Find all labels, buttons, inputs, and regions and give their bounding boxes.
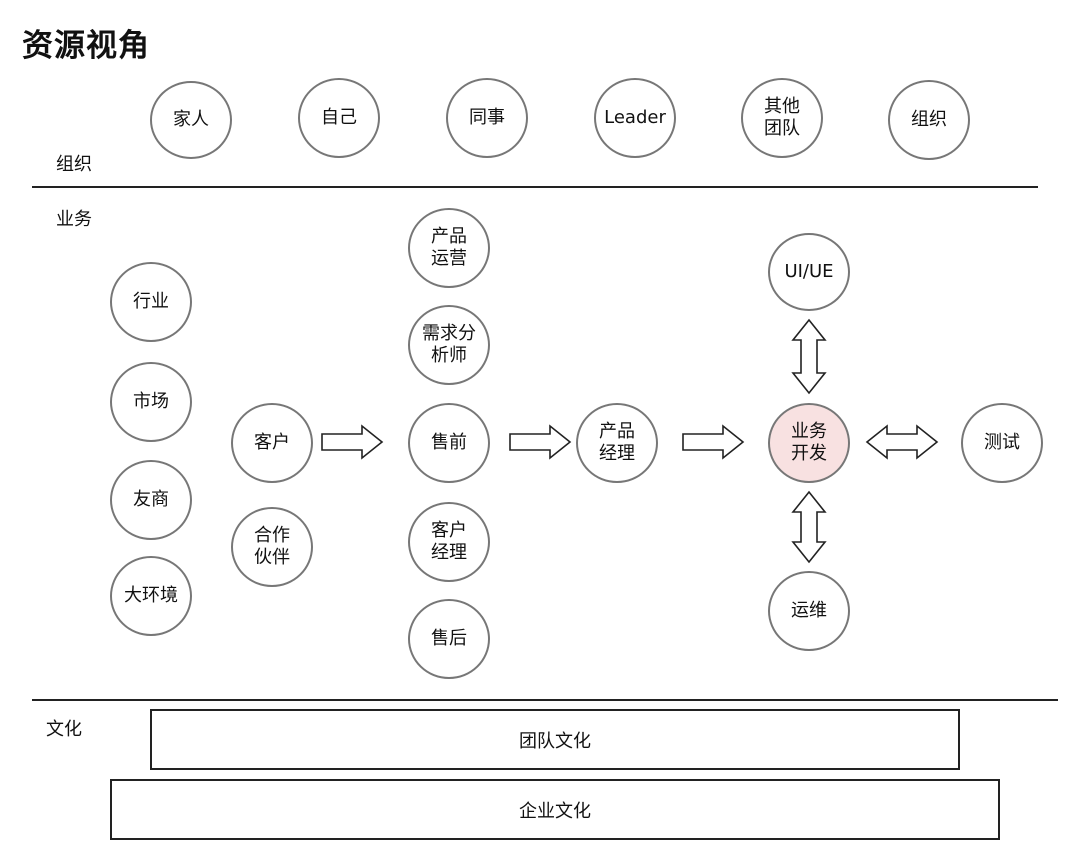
node-organization: 组织 [888,80,970,160]
node-other-teams: 其他 团队 [741,78,823,158]
section-divider-org [32,186,1038,188]
node-product-manager: 产品 经理 [576,403,658,483]
section-divider-business [32,699,1058,701]
section-label-org: 组织 [56,154,92,175]
arrow-dev-ops-bidirectional [791,490,827,564]
node-after-sales: 售后 [408,599,490,679]
node-industry: 行业 [110,262,192,342]
node-ui-ue: UI/UE [768,233,850,311]
node-account-manager: 客户 经理 [408,502,490,582]
box-enterprise-culture: 企业文化 [110,779,1000,840]
node-leader: Leader [594,78,676,158]
node-requirements-analyst: 需求分 析师 [408,305,490,385]
arrow-product-manager-to-dev [682,424,745,460]
node-testing: 测试 [961,403,1043,483]
node-self: 自己 [298,78,380,158]
arrow-presales-to-product-manager [509,424,572,460]
box-team-culture: 团队文化 [150,709,960,770]
arrow-dev-ui-bidirectional [791,318,827,395]
node-presales: 售前 [408,403,490,483]
node-market: 市场 [110,362,192,442]
section-label-business: 业务 [56,209,92,230]
node-ops: 运维 [768,571,850,651]
arrow-customer-to-presales [321,424,384,460]
node-colleague: 同事 [446,78,528,158]
node-business-dev: 业务 开发 [768,403,850,483]
node-macro-environment: 大环境 [110,556,192,636]
node-family: 家人 [150,81,232,159]
section-label-culture: 文化 [46,719,82,740]
node-product-operation: 产品 运营 [408,208,490,288]
arrow-dev-testing-bidirectional [865,424,939,460]
node-customer: 客户 [231,403,313,483]
diagram-title: 资源视角 [22,28,150,64]
node-competitor: 友商 [110,460,192,540]
node-partner: 合作 伙伴 [231,507,313,587]
